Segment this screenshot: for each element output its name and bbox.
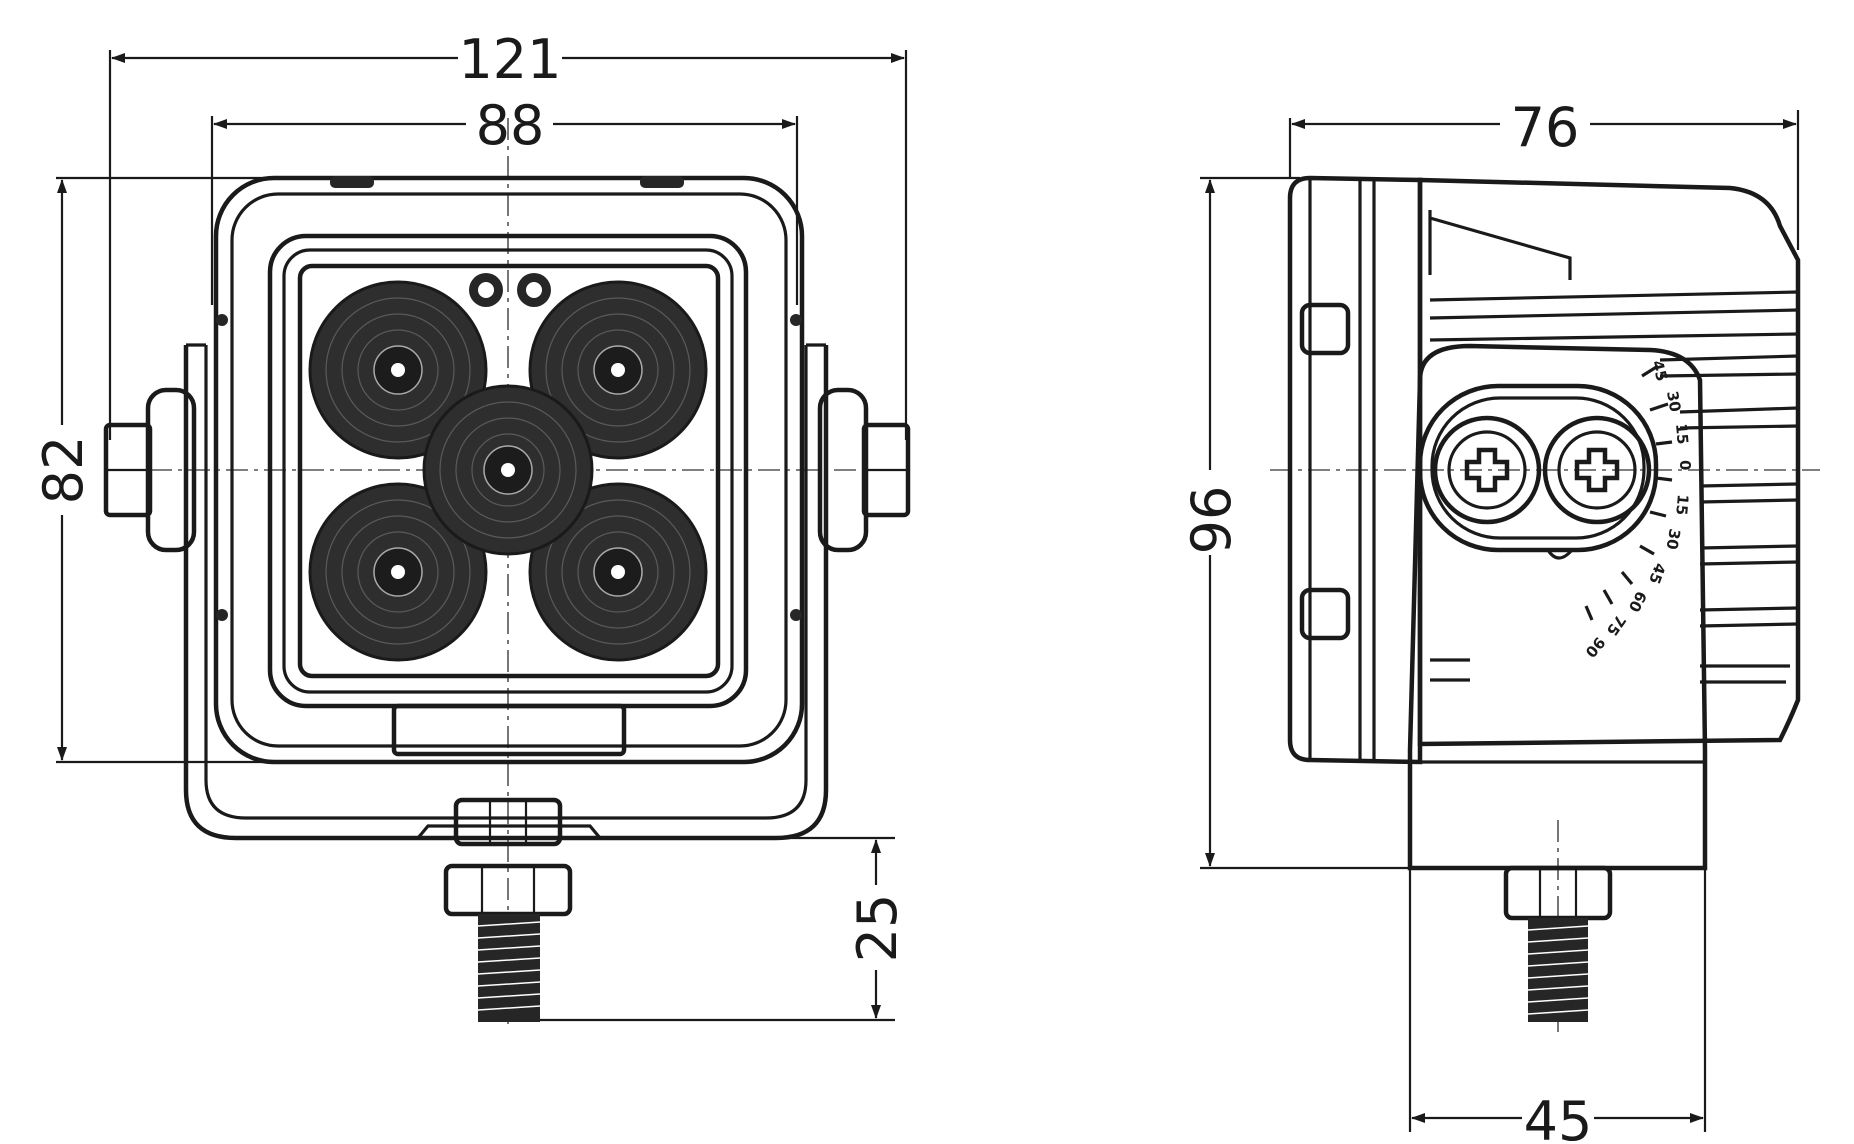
side-adjust-screw-right [1542, 415, 1652, 525]
dim-stud-length: 25 [846, 894, 909, 963]
front-housing [213, 175, 805, 765]
angle-scale-label: 15 [1672, 423, 1692, 445]
led-reflector-bottom-left [308, 482, 488, 662]
dim-depth: 76 [1511, 96, 1580, 159]
front-dimension-lines [57, 53, 905, 1019]
angle-scale-label: 0 [1676, 460, 1694, 470]
dim-overall-height: 96 [1180, 486, 1243, 555]
front-label-plate [391, 703, 627, 757]
front-lens-window [297, 263, 721, 679]
angle-scale-label: 60 [1625, 588, 1651, 615]
angle-scale-label: 15 [1672, 494, 1692, 516]
side-heatsink [1417, 177, 1801, 747]
front-mounting-bracket [183, 345, 829, 841]
front-indicator-leds [469, 273, 551, 307]
angle-scale-label: 75 [1603, 612, 1630, 639]
led-reflector-top-right [528, 280, 708, 460]
side-mount-stud [1503, 865, 1613, 1022]
angle-scale-label: 45 [1648, 358, 1671, 383]
led-reflector-center [422, 384, 594, 556]
led-reflector-bottom-right [528, 482, 708, 662]
side-adjust-slot [1417, 383, 1659, 553]
angle-scale-label: 30 [1662, 527, 1683, 551]
led-reflector-top-left [308, 280, 488, 460]
side-angle-scale: 45 30 15 0 15 30 45 60 75 90 [1582, 358, 1694, 661]
dim-housing-width: 88 [476, 94, 545, 157]
side-view: 76 96 45 [1180, 96, 1820, 1144]
side-heatsink-fins [1428, 210, 1799, 684]
dim-height: 82 [32, 436, 95, 505]
side-adjust-screw-left [1432, 415, 1542, 525]
angle-scale-label: 90 [1582, 633, 1609, 661]
dim-overall-width: 121 [458, 28, 561, 91]
front-right-bolt [817, 387, 911, 553]
side-dimension-lines [1205, 119, 1797, 1123]
angle-scale-label: 45 [1645, 561, 1669, 587]
front-view: 121 88 82 25 [32, 28, 911, 1030]
dim-bracket-width: 45 [1524, 1090, 1593, 1144]
side-extension-lines [1200, 110, 1800, 1132]
side-mounting-bracket [1407, 343, 1708, 871]
angle-scale-label: 30 [1663, 390, 1684, 414]
front-mount-stud [416, 797, 602, 1022]
front-left-bolt [103, 387, 197, 553]
